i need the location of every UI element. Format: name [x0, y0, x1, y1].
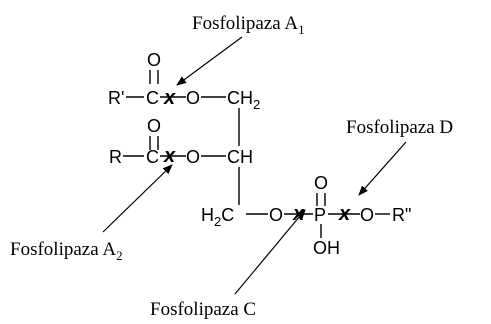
label-fosfolipaza-a1: Fosfolipaza A1 [192, 13, 305, 37]
atom-o-p: O [269, 205, 283, 225]
atom-o-top: O [147, 50, 161, 70]
cut-mark-d: x [338, 203, 351, 225]
label-fosfolipaza-c: Fosfolipaza C [150, 299, 256, 320]
cut-mark-c: x [292, 203, 305, 225]
arrow-c [234, 209, 306, 295]
atom-oh: OH [313, 238, 340, 258]
atom-ch2-top: CH2 [227, 88, 260, 112]
label-fosfolipaza-a2: Fosfolipaza A2 [10, 239, 123, 263]
cut-mark-a1: x [163, 87, 176, 109]
atom-c1: C [146, 88, 159, 108]
label-fosfolipaza-d: Fosfolipaza D [346, 117, 453, 138]
arrow-a1 [176, 36, 243, 86]
atom-rprime: R' [108, 88, 124, 108]
atom-o-ester2: O [186, 147, 200, 167]
atom-ch: CH [227, 147, 253, 167]
arrow-d [358, 141, 407, 196]
atom-c2: C [146, 147, 159, 167]
cut-mark-a2: x [163, 145, 176, 167]
atom-p-o-double: O [314, 173, 328, 193]
atom-o-right: O [360, 205, 374, 225]
atom-r: R [109, 147, 122, 167]
atom-h2c: H2C [201, 205, 234, 229]
atom-r-double-prime: R" [392, 205, 411, 225]
atom-o-ester1: O [186, 88, 200, 108]
arrow-a2 [102, 164, 173, 233]
atom-o-mid: O [147, 116, 161, 136]
atom-p: P [314, 205, 326, 225]
